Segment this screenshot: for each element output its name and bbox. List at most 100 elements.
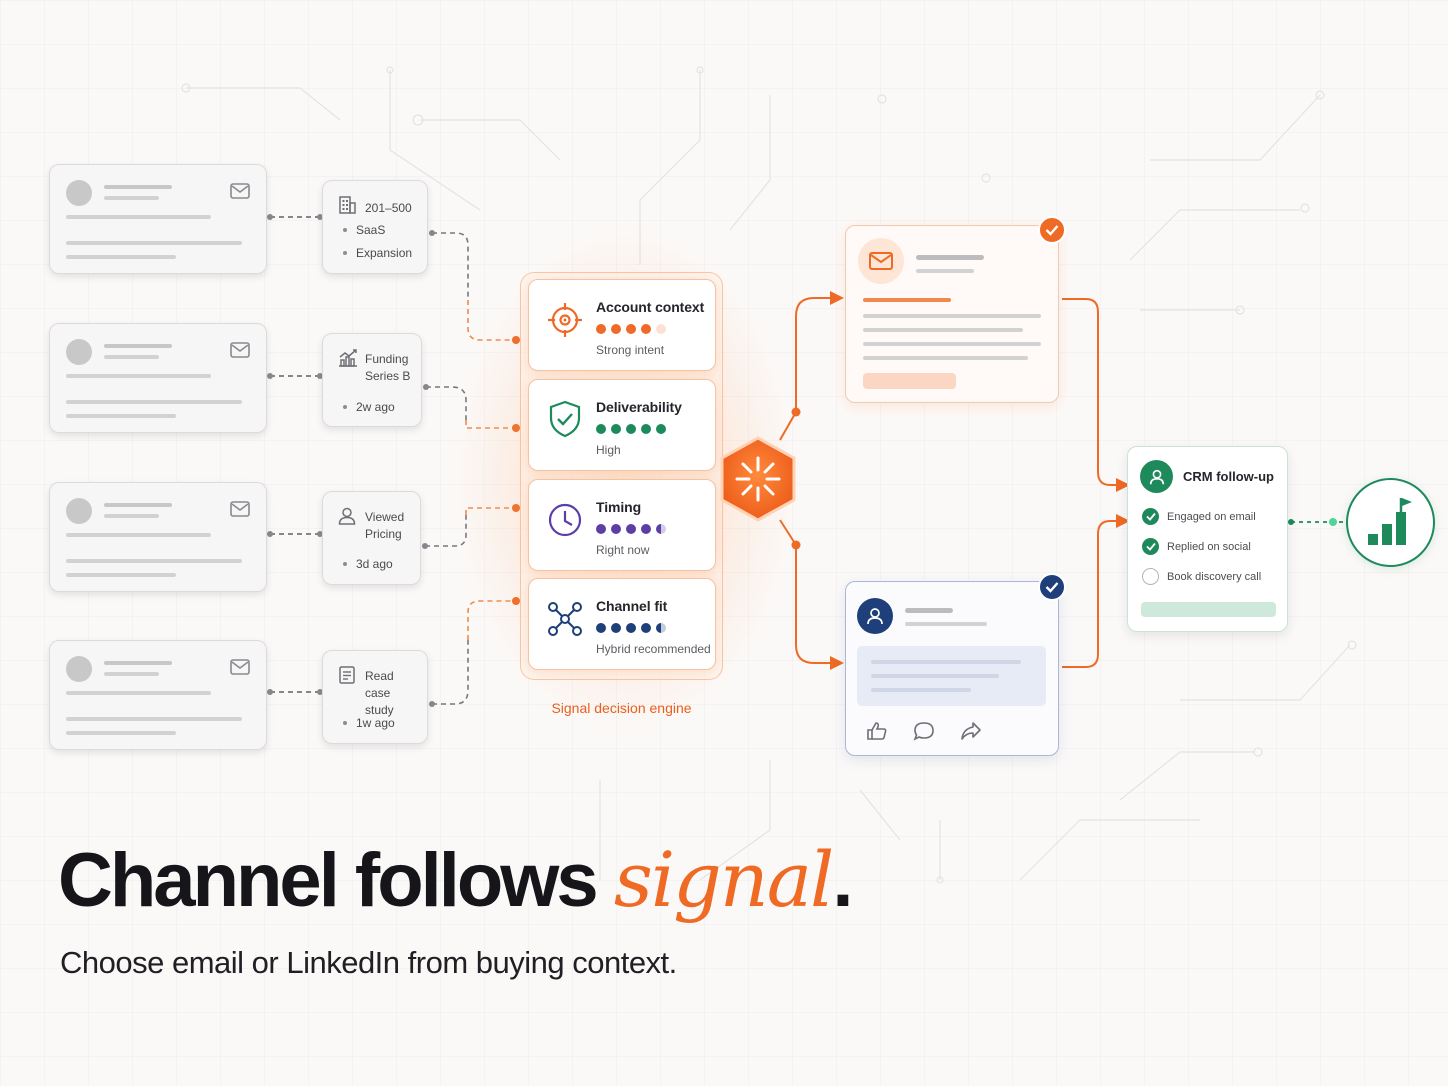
rating-dots: [596, 623, 666, 633]
engine-card-timing[interactable]: Timing Right now: [528, 479, 716, 571]
engine-label: Signal decision engine: [551, 700, 692, 716]
user-icon: [857, 598, 893, 634]
headline: Channel follows signal.: [58, 835, 853, 924]
headline-period: .: [832, 838, 853, 923]
rating-dot: [611, 524, 621, 534]
rating-dot: [611, 324, 621, 334]
rating-dot: [656, 324, 666, 334]
signal-title: Funding Series B: [365, 352, 411, 383]
engine-card-subtitle: Strong intent: [596, 343, 665, 357]
building-icon: [337, 195, 357, 220]
signal-card-pricing-view[interactable]: Viewed Pricing 3d ago: [322, 491, 421, 585]
engine-card-title: Deliverability: [596, 399, 682, 415]
growth-chart-icon: [1346, 478, 1435, 567]
engine-card-deliverability[interactable]: Deliverability High: [528, 379, 716, 471]
check-badge-icon: [1038, 216, 1066, 244]
rating-dot: [641, 623, 651, 633]
signal-detail: Expansion: [343, 246, 412, 260]
rating-dot: [626, 524, 636, 534]
crm-item-label: Engaged on email: [1167, 510, 1256, 523]
rating-dot: [626, 324, 636, 334]
growth-chart-icon: [337, 348, 359, 373]
avatar: [66, 180, 92, 206]
document-icon: [337, 665, 357, 690]
post-preview: [857, 646, 1046, 706]
subheadline: Choose email or LinkedIn from buying con…: [60, 945, 677, 980]
rating-dots: [596, 524, 666, 534]
check-circle-icon: [1142, 508, 1159, 525]
engine-card-subtitle: Hybrid recommended: [596, 642, 711, 656]
lead-card[interactable]: [49, 323, 267, 433]
avatar: [66, 498, 92, 524]
check-circle-icon: [1142, 538, 1159, 555]
crm-item-label: Book discovery call: [1167, 570, 1262, 583]
headline-accent: signal: [613, 835, 835, 924]
target-icon: [547, 302, 583, 343]
rating-dot: [656, 524, 666, 534]
signal-detail: 2w ago: [343, 400, 395, 414]
shield-check-icon: [547, 400, 583, 443]
signal-title: 201–500: [365, 201, 412, 215]
network-icon: [547, 601, 583, 642]
engine-card-subtitle: High: [596, 443, 621, 457]
lead-card[interactable]: [49, 482, 267, 592]
crm-item-label: Replied on social: [1167, 540, 1251, 553]
rating-dot: [611, 623, 621, 633]
email-cta-button[interactable]: [863, 373, 956, 389]
lead-card[interactable]: [49, 640, 267, 750]
empty-circle-icon: [1142, 568, 1159, 585]
rating-dot: [656, 623, 666, 633]
lead-card[interactable]: [49, 164, 267, 274]
avatar: [66, 656, 92, 682]
crm-title: CRM follow-up: [1183, 469, 1274, 484]
signal-detail: 3d ago: [343, 557, 393, 571]
signal-detail: 1w ago: [343, 716, 395, 730]
headline-main: Channel follows: [58, 838, 614, 923]
linkedin-channel-card[interactable]: [845, 581, 1059, 756]
signal-title: Viewed Pricing: [365, 510, 405, 541]
rating-dot: [641, 424, 651, 434]
mail-icon: [230, 183, 250, 204]
rating-dot: [641, 524, 651, 534]
crm-action-bar[interactable]: [1141, 602, 1276, 617]
mail-icon: [230, 342, 250, 363]
rating-dot: [626, 623, 636, 633]
crm-checklist-item[interactable]: Book discovery call: [1142, 568, 1261, 585]
mail-icon: [230, 501, 250, 522]
engine-card-title: Account context: [596, 299, 705, 315]
signal-title: Read case study: [365, 669, 394, 717]
signal-card-funding[interactable]: Funding Series B 2w ago: [322, 333, 422, 427]
rating-dot: [656, 424, 666, 434]
rating-dot: [596, 324, 606, 334]
crm-follow-up-card[interactable]: CRM follow-up Engaged on email Replied o…: [1127, 446, 1288, 632]
crm-checklist-item[interactable]: Replied on social: [1142, 538, 1251, 555]
signal-detail: SaaS: [343, 223, 385, 237]
mail-icon: [858, 238, 904, 284]
rating-dots: [596, 424, 666, 434]
rating-dot: [596, 524, 606, 534]
engine-card-account-context[interactable]: Account context Strong intent: [528, 279, 716, 371]
avatar: [66, 339, 92, 365]
engine-card-subtitle: Right now: [596, 543, 650, 557]
clock-icon: [547, 502, 583, 543]
user-icon: [337, 506, 357, 531]
signal-card-case-study[interactable]: Read case study 1w ago: [322, 650, 428, 744]
rating-dot: [596, 623, 606, 633]
crm-checklist-item[interactable]: Engaged on email: [1142, 508, 1256, 525]
check-badge-icon: [1038, 573, 1066, 601]
spark-icon: [735, 456, 781, 502]
like-icon[interactable]: [866, 721, 888, 746]
engine-card-title: Channel fit: [596, 598, 668, 614]
user-icon: [1140, 460, 1173, 493]
rating-dot: [611, 424, 621, 434]
rating-dots: [596, 324, 666, 334]
share-icon[interactable]: [960, 721, 982, 746]
engine-card-title: Timing: [596, 499, 642, 515]
signal-card-company-size[interactable]: 201–500 SaaS Expansion: [322, 180, 428, 274]
email-channel-card[interactable]: [845, 225, 1059, 403]
decision-hub: [718, 436, 798, 522]
comment-icon[interactable]: [913, 721, 935, 746]
rating-dot: [641, 324, 651, 334]
engine-card-channel-fit[interactable]: Channel fit Hybrid recommended: [528, 578, 716, 670]
